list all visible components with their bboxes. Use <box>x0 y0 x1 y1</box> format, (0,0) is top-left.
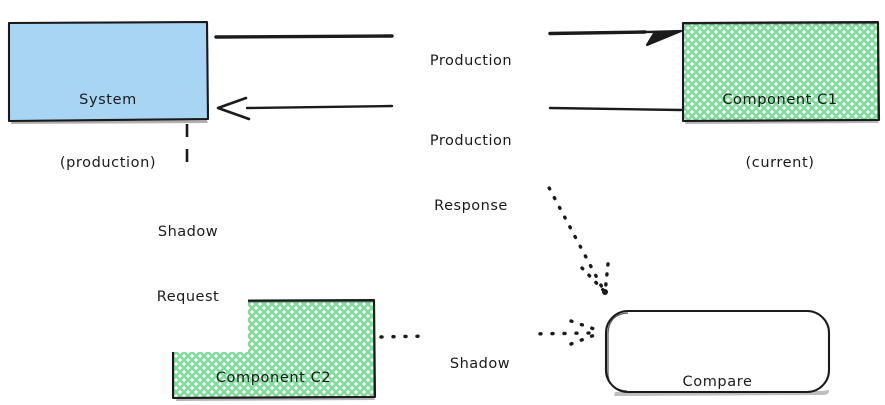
node-component-c1[interactable] <box>681 20 881 124</box>
edge-production-response-to-compare-line <box>511 118 610 295</box>
node-system-production[interactable] <box>7 20 210 124</box>
edge-shadow-request-line <box>175 124 200 299</box>
node-component-c2[interactable] <box>171 298 377 401</box>
edge-production-request-line <box>214 29 683 47</box>
edge-shadow-response-line <box>379 319 602 346</box>
node-compare-differences[interactable] <box>604 309 831 396</box>
edge-production-response-line <box>216 96 683 121</box>
